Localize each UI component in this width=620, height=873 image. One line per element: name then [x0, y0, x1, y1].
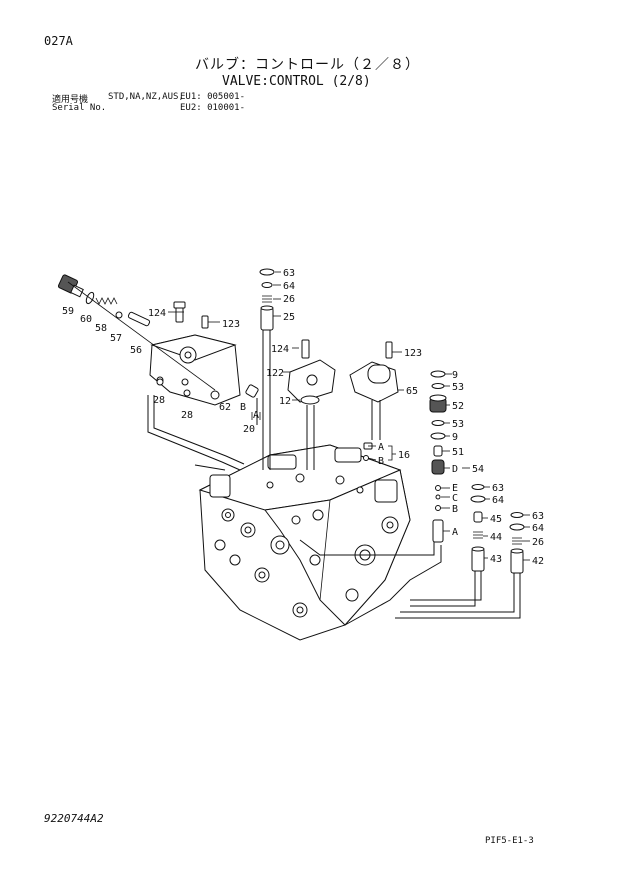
callout-64-mid: 64 [492, 495, 504, 506]
callout-28-a: 28 [153, 395, 165, 406]
callout-63-right: 63 [532, 511, 544, 522]
callout-64-top: 64 [283, 281, 295, 292]
callout-26-top: 26 [283, 294, 295, 305]
callout-63-mid: 63 [492, 483, 504, 494]
callout-b-right: B [452, 504, 458, 515]
callout-52: 52 [452, 401, 464, 412]
callout-122: 122 [266, 368, 284, 379]
callout-25: 25 [283, 312, 295, 323]
right-cover-assembly [349, 341, 399, 461]
callout-60: 60 [80, 314, 92, 325]
title-japanese: バルブ：コントロール（２／８） [195, 57, 420, 73]
left-pilot-assembly [57, 274, 259, 406]
callout-56: 56 [130, 345, 142, 356]
callout-a-left: A [253, 410, 259, 421]
callout-16: 16 [398, 450, 410, 461]
leader-lines [168, 271, 530, 561]
callout-a-right: A [452, 527, 458, 538]
document-number: 9220744A2 [44, 812, 104, 825]
callout-124-center: 124 [271, 344, 289, 355]
serial-eu2: EU2: 010001- [180, 103, 246, 113]
callout-59: 59 [62, 306, 74, 317]
callout-26-right: 26 [532, 537, 544, 548]
callout-9-b: 9 [452, 432, 458, 443]
callout-43: 43 [490, 554, 502, 565]
callout-b-left: B [240, 402, 246, 413]
callout-64-right: 64 [532, 523, 544, 534]
callout-51: 51 [452, 447, 464, 458]
center-stack-assembly [259, 268, 336, 405]
callout-20: 20 [243, 424, 255, 435]
callout-58: 58 [95, 323, 107, 334]
callout-124-left: 124 [148, 308, 166, 319]
callout-b-mid: B [378, 456, 384, 467]
serial-label: Serial No. [52, 103, 107, 113]
callout-c: C [452, 493, 458, 504]
assembly-lines [147, 330, 521, 626]
callout-a-mid: A [378, 442, 384, 453]
page-id: 027A [44, 34, 73, 48]
callout-123-left: 123 [222, 319, 240, 330]
serial-eu1: EU1: 005001- [180, 92, 246, 102]
callout-45: 45 [490, 514, 502, 525]
model-list: STD,NA,NZ,AUS, [108, 92, 184, 102]
page-code: PIF5-E1-3 [485, 836, 534, 846]
control-valve-body [198, 444, 411, 641]
callout-63-top: 63 [283, 268, 295, 279]
callout-62: 62 [219, 402, 231, 413]
callout-12: 12 [279, 396, 291, 407]
callout-44: 44 [490, 532, 502, 543]
title-english: VALVE:CONTROL (2/8) [222, 74, 371, 89]
callout-e: E [452, 483, 458, 494]
callout-65: 65 [406, 386, 418, 397]
callout-d: D [452, 464, 458, 475]
callout-57: 57 [110, 333, 122, 344]
applicable-label-jp: 適用号機 [52, 95, 89, 105]
callout-28-b: 28 [181, 410, 193, 421]
callout-54: 54 [472, 464, 484, 475]
callout-123-right: 123 [404, 348, 422, 359]
callout-42: 42 [532, 556, 544, 567]
callout-53-b: 53 [452, 419, 464, 430]
callout-labels: 59 60 58 57 56 124 123 28 28 62 B A 20 6… [62, 268, 544, 567]
right-stack-assembly [429, 370, 525, 574]
callout-53-a: 53 [452, 382, 464, 393]
callout-9-a: 9 [452, 370, 458, 381]
